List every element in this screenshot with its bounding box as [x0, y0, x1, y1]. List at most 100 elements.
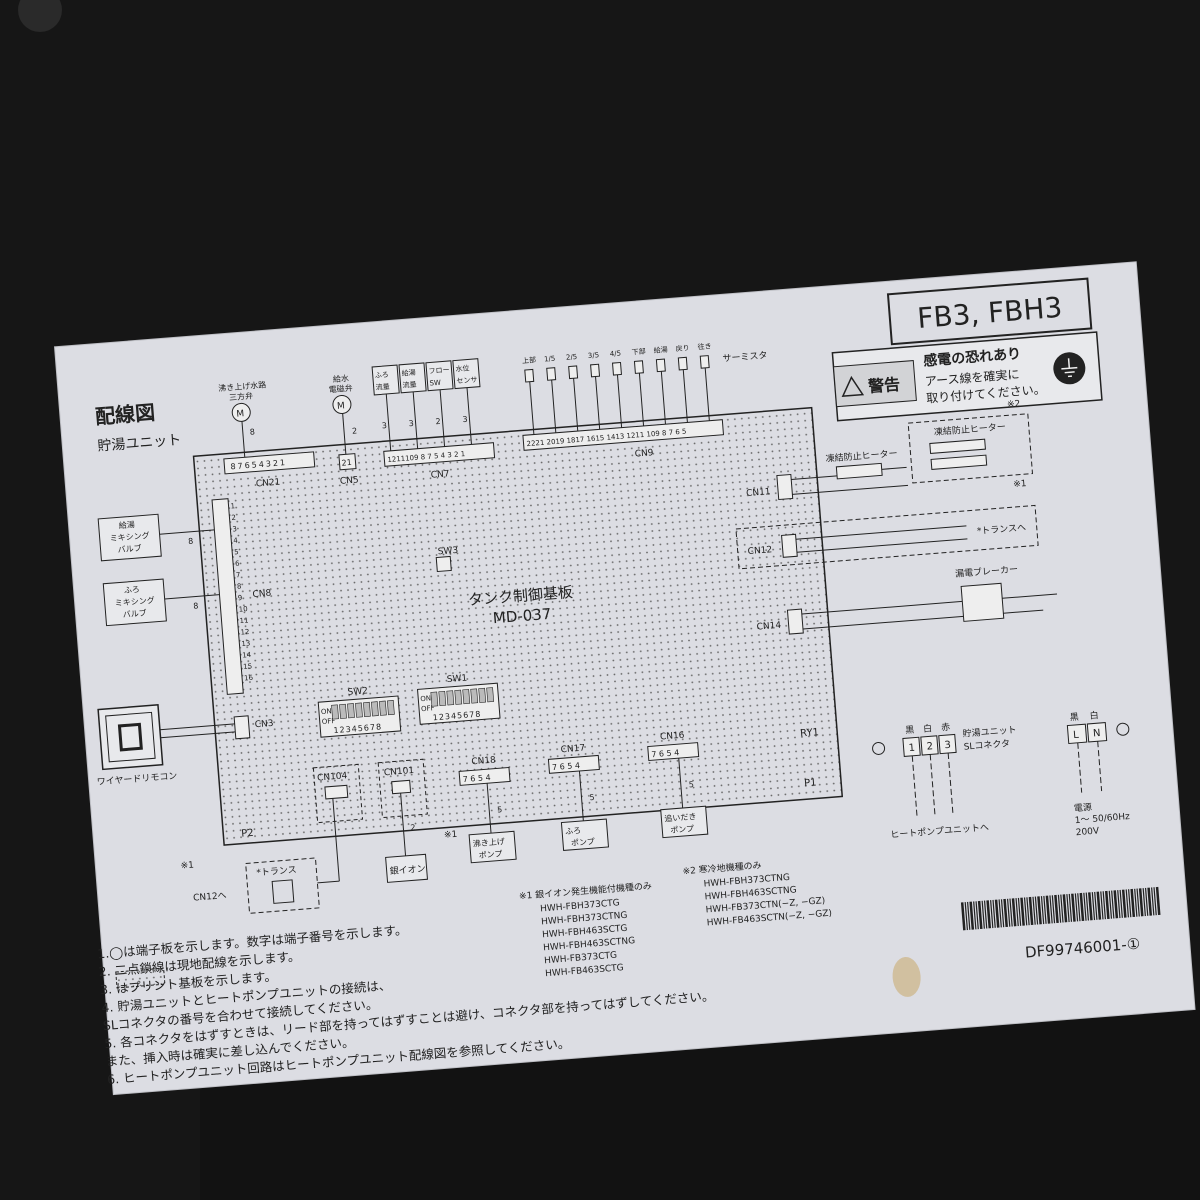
cn8-pin: 1 [230, 502, 235, 510]
cn8-pin: 2 [231, 514, 236, 522]
sensor-wire [385, 393, 392, 451]
cn8-pin: 3 [232, 525, 237, 533]
barcode-bar [981, 900, 985, 929]
cn14-label: CN14 [756, 621, 781, 633]
warning-line2: アース線を確実に [924, 366, 1020, 388]
power-ground-icon [1116, 722, 1130, 736]
sl-label2: SLコネクタ [963, 738, 1010, 753]
pump-wire-count: 5 [497, 805, 503, 814]
warning-triangle-icon [841, 375, 865, 398]
thermistor-wire [616, 374, 623, 428]
barcode-bar [1121, 889, 1127, 918]
cn17-connector [547, 754, 600, 774]
cn5-pins: 21 [341, 458, 352, 468]
warning-label: 警告 [866, 375, 900, 397]
mark1b: ※1 [444, 830, 458, 841]
sl-field-wire [911, 755, 918, 816]
barcode-bar [1138, 888, 1144, 917]
sw1-dip-switch: SW1 ON OFF 12345678 [416, 674, 501, 725]
silver-wire-count: 2 [410, 823, 416, 832]
cn17-pins: 7 6 5 4 [552, 761, 581, 772]
sensor-line1: 給湯 [401, 368, 416, 378]
power-label3: 200V [1075, 826, 1100, 838]
p2-label: P2 [241, 828, 254, 840]
cn8-connector [211, 498, 244, 695]
cn12-to-label: CN12へ [193, 891, 227, 904]
dip-key [387, 700, 395, 716]
cn8-pin: 11 [239, 616, 249, 625]
stain [892, 956, 921, 997]
cn16-connector [647, 742, 700, 762]
sl-color: 黒 [905, 725, 915, 737]
cn3-label: CN3 [254, 719, 273, 730]
sw1-on: ON [420, 694, 431, 703]
hot-water-mixing-valve: 給湯 ミキシング バルブ 8 [97, 513, 215, 562]
control-board [192, 406, 844, 846]
barcode-bar [1066, 894, 1070, 923]
cn9-label: CN9 [634, 448, 654, 459]
dip-key [347, 703, 355, 719]
thermistor [546, 367, 557, 381]
sensor-line1: フロー [428, 366, 450, 376]
sl-pin: 3 [944, 740, 951, 751]
ground-symbol-icon [872, 741, 886, 755]
barcode-bar [1130, 888, 1136, 918]
barcode-bar [1057, 894, 1062, 923]
valve-line2: 三方弁 [229, 390, 254, 402]
valve1-line2: ミキシング [109, 530, 150, 543]
barcode-bar [1102, 891, 1106, 920]
pump-line2: ポンプ [571, 837, 595, 848]
power-pin: N [1093, 728, 1101, 740]
sl-pin: 2 [926, 741, 933, 752]
cn12-label: CN12 [747, 545, 772, 557]
cn18-pins: 7 6 5 4 [462, 773, 491, 784]
thermistor-wire [595, 376, 601, 430]
barcode-bar [1017, 897, 1022, 926]
cn3-connector [233, 715, 251, 740]
barcode-bar [1155, 886, 1161, 916]
p1-label: P1 [804, 777, 817, 789]
barcode-bar [1011, 898, 1017, 927]
thermistor-label: 4/5 [610, 349, 622, 358]
pump-wire [486, 783, 492, 834]
barcode-bar [1037, 896, 1042, 925]
dip-key [355, 702, 363, 718]
barcode-bar [1020, 897, 1025, 926]
barcode-bar [1136, 888, 1140, 917]
cn21-connector [223, 451, 316, 475]
mark1-right: ※1 [1013, 479, 1027, 490]
pump-line1: 沸き上げ [472, 836, 505, 848]
barcode-bar [960, 902, 966, 931]
cn21-label: CN21 [256, 478, 281, 490]
sensor-line2: 流量 [375, 382, 390, 392]
valve-wires: 8 [249, 427, 255, 436]
barcode-bar [1068, 893, 1073, 922]
valve2-wires: 8 [193, 601, 199, 610]
cn5-label: CN5 [340, 475, 359, 486]
pump-box [468, 830, 517, 864]
cn8-pin: 14 [242, 651, 252, 660]
power-label2: 1～ 50/60Hz [1075, 812, 1131, 826]
cn17-label: CN17 [560, 743, 585, 755]
thermistor-wire [660, 371, 666, 425]
transformer-box [245, 857, 320, 914]
sl-field-wire [947, 752, 954, 813]
dip-key [379, 700, 387, 716]
dip-key [446, 690, 455, 706]
valve1-line3: バルブ [117, 543, 142, 555]
dip-key [339, 703, 347, 719]
sl-color: 白 [923, 722, 933, 735]
barcode-bar [1134, 888, 1138, 917]
sl-label1: 貯湯ユニット [962, 725, 1017, 740]
cn5-connector [338, 453, 357, 471]
cn101-connector [391, 779, 412, 795]
barcode-bar [994, 899, 1000, 928]
diagram-title: 配線図 [94, 400, 156, 429]
barcode-bar [1049, 895, 1053, 924]
cn8-pin: 4 [233, 537, 239, 545]
sensor-wire-count: 3 [381, 421, 387, 430]
transformer-label: *トランスへ [976, 522, 1026, 537]
